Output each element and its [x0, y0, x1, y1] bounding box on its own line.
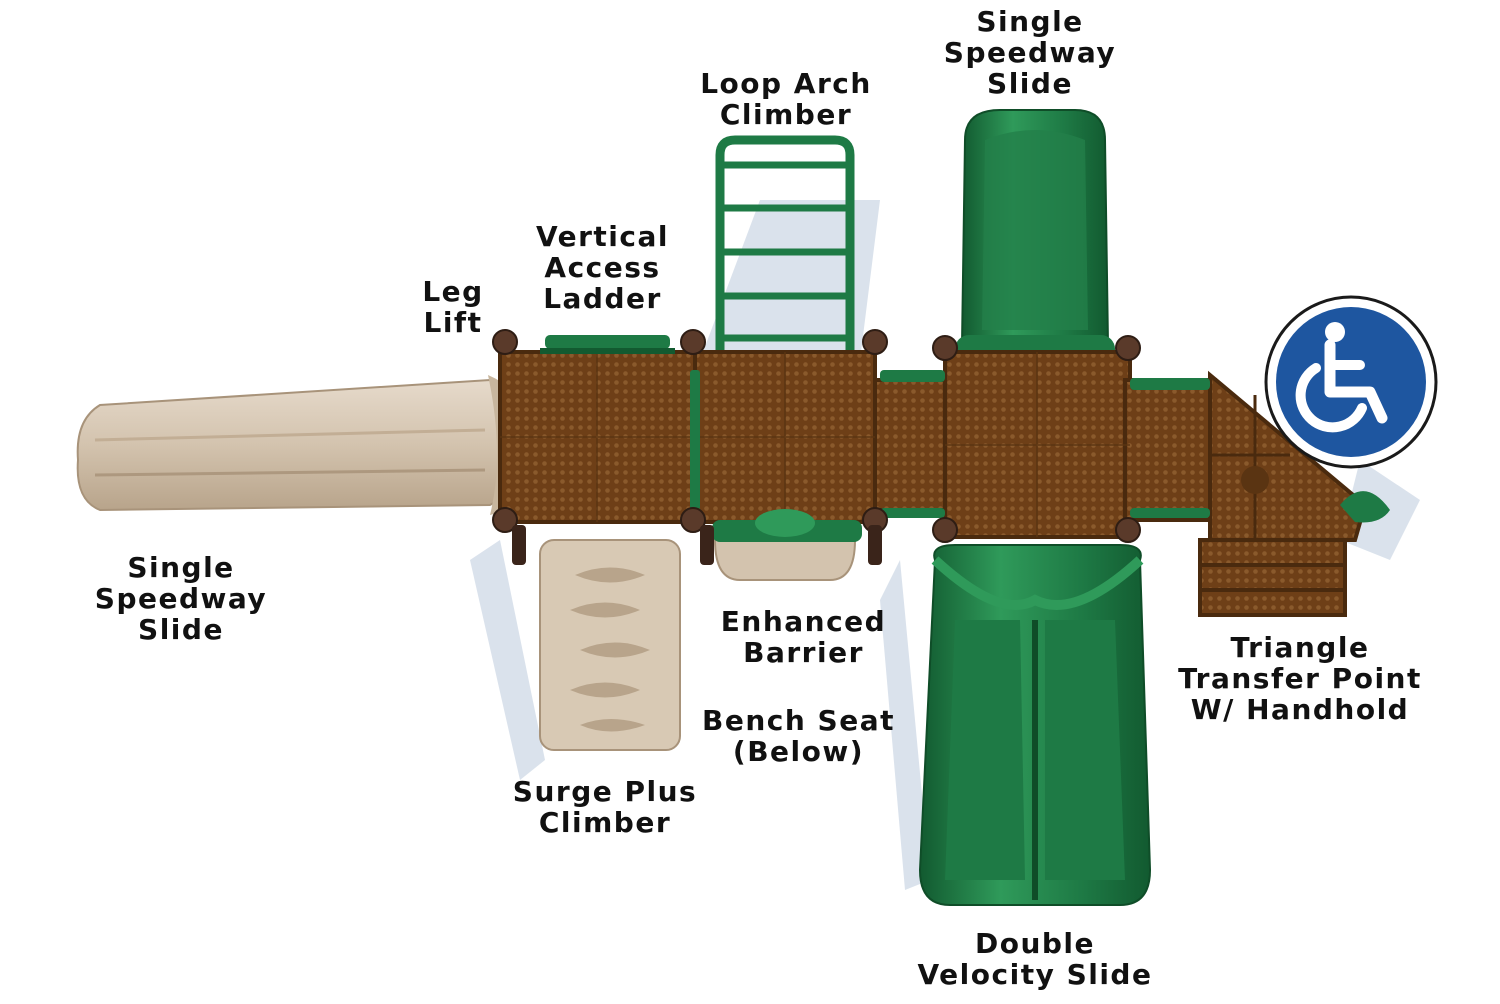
wheelchair-accessibility-icon — [1264, 295, 1438, 469]
deck-platforms — [498, 350, 1217, 539]
double-velocity-slide-part — [918, 544, 1152, 906]
label-bench-seat: Bench Seat(Below) — [702, 704, 895, 768]
support-posts — [492, 329, 1141, 565]
loop-arch-climber-part — [715, 135, 855, 360]
triangle-transfer-point-part — [1198, 370, 1390, 617]
single-speedway-slide-left-part — [76, 375, 531, 515]
surge-plus-climber-part — [539, 539, 681, 751]
single-speedway-slide-top-part — [955, 109, 1115, 370]
ground-shadows — [470, 200, 1420, 890]
enhanced-barrier-part — [712, 509, 862, 581]
green-railings — [540, 335, 1210, 518]
